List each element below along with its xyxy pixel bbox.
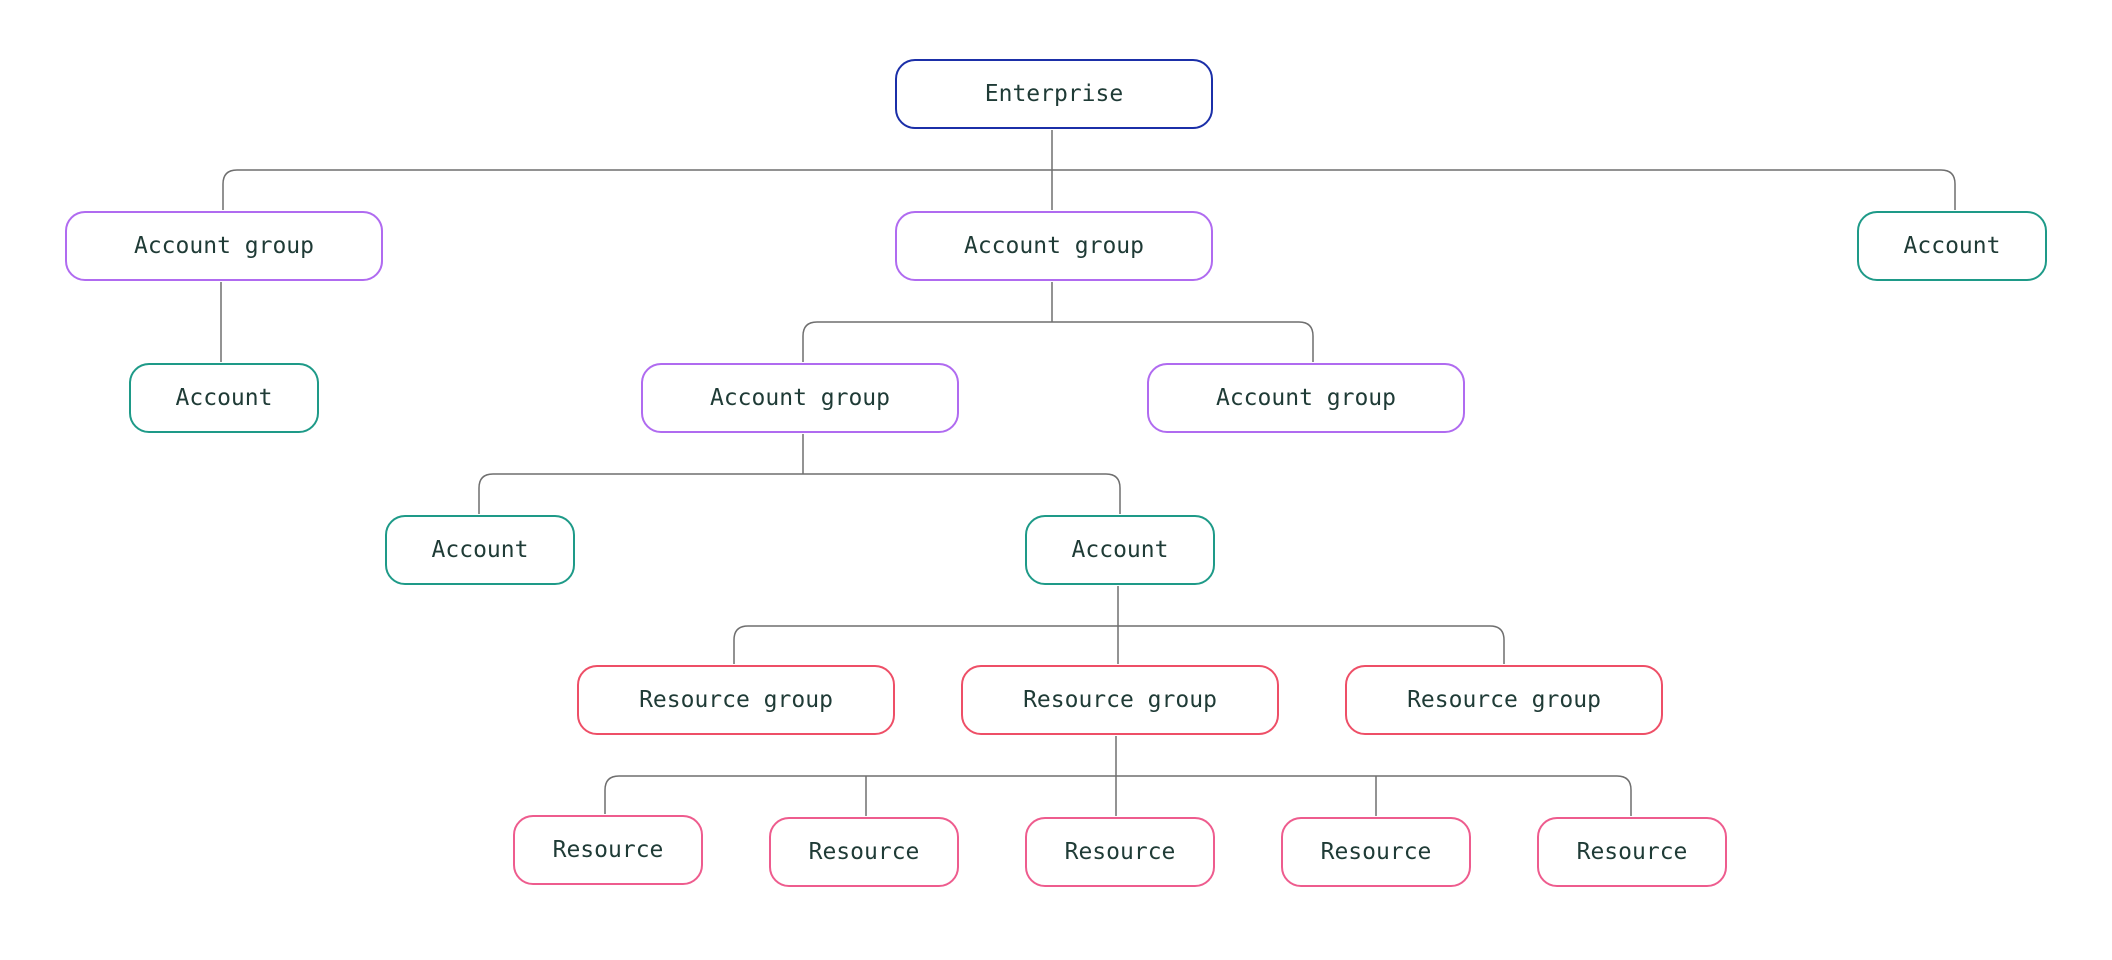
- node-account-sub-right[interactable]: Account: [1025, 515, 1215, 585]
- node-resource-group-left[interactable]: Resource group: [577, 665, 895, 735]
- node-label: Resource group: [639, 687, 833, 713]
- node-resource-5[interactable]: Resource: [1537, 817, 1727, 887]
- node-account-group-center-left[interactable]: Account group: [641, 363, 959, 433]
- node-account-left[interactable]: Account: [129, 363, 319, 433]
- node-account-group-center[interactable]: Account group: [895, 211, 1213, 281]
- connector-ag-center-left-bus: [478, 473, 1121, 514]
- node-label: Resource: [552, 837, 664, 863]
- node-label: Account: [175, 385, 273, 411]
- node-label: Account group: [1215, 385, 1396, 411]
- node-enterprise[interactable]: Enterprise: [895, 59, 1213, 129]
- connector-enterprise-bus: [222, 169, 1956, 210]
- node-label: Resource: [1320, 839, 1432, 865]
- node-label: Resource group: [1407, 687, 1601, 713]
- node-account-sub-left[interactable]: Account: [385, 515, 575, 585]
- node-label: Account group: [963, 233, 1144, 259]
- node-label: Account: [431, 537, 529, 563]
- node-resource-3[interactable]: Resource: [1025, 817, 1215, 887]
- node-resource-1[interactable]: Resource: [513, 815, 703, 885]
- node-label: Account: [1071, 537, 1169, 563]
- node-label: Account group: [709, 385, 890, 411]
- node-resource-group-center[interactable]: Resource group: [961, 665, 1279, 735]
- node-label: Resource: [1064, 839, 1176, 865]
- connector-account-bus: [733, 625, 1505, 664]
- node-account-group-left[interactable]: Account group: [65, 211, 383, 281]
- node-label: Account group: [133, 233, 314, 259]
- node-resource-group-right[interactable]: Resource group: [1345, 665, 1663, 735]
- node-label: Resource: [1576, 839, 1688, 865]
- node-resource-2[interactable]: Resource: [769, 817, 959, 887]
- node-label: Account: [1903, 233, 2001, 259]
- connector-rg-bus: [604, 775, 1632, 816]
- connector-ag-center-bus: [802, 321, 1314, 362]
- node-account-group-center-right[interactable]: Account group: [1147, 363, 1465, 433]
- node-label: Resource: [808, 839, 920, 865]
- node-label: Enterprise: [984, 81, 1124, 107]
- node-resource-4[interactable]: Resource: [1281, 817, 1471, 887]
- node-account-right[interactable]: Account: [1857, 211, 2047, 281]
- node-label: Resource group: [1023, 687, 1217, 713]
